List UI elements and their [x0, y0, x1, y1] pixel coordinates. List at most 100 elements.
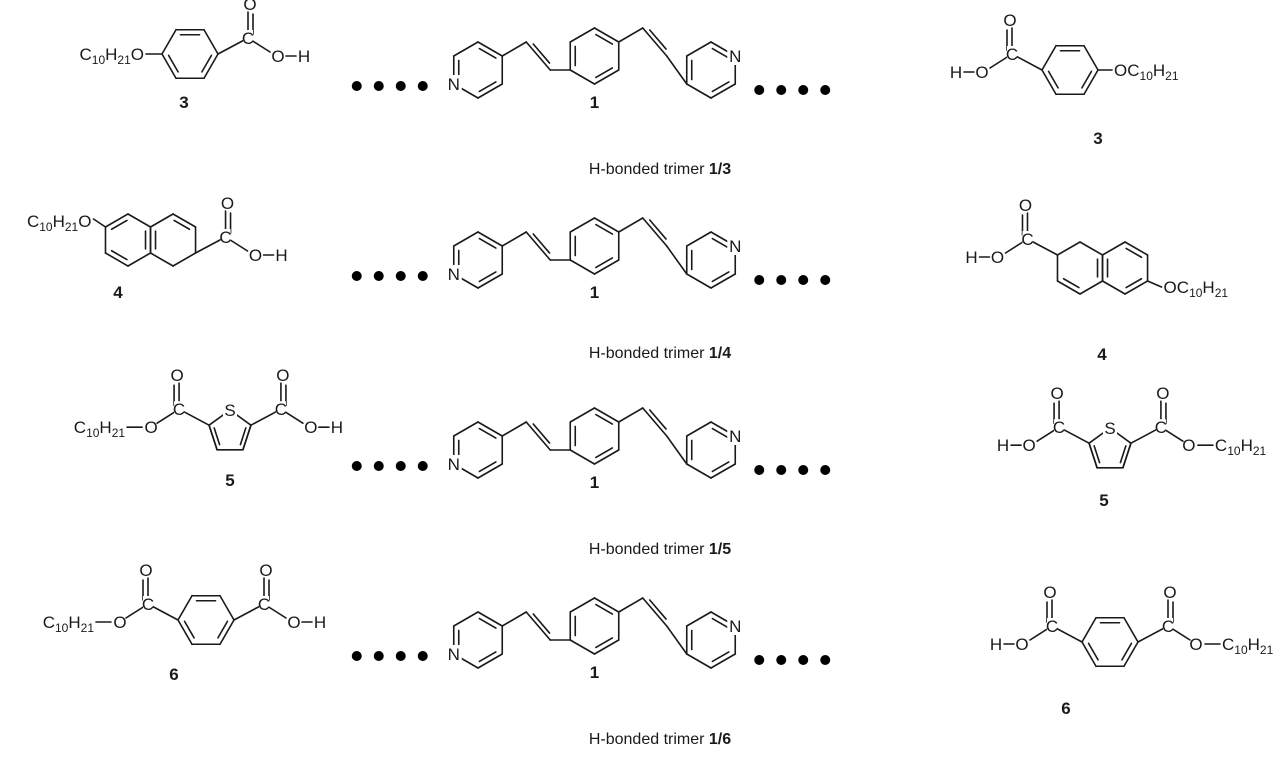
bond — [161, 28, 177, 55]
bond — [595, 33, 614, 45]
bond — [1088, 442, 1098, 469]
hydrogen-bond-dot — [373, 461, 384, 471]
hydrogen-bond-dot — [417, 651, 428, 661]
pyridine-nitrogen: N — [729, 237, 741, 256]
bond — [593, 639, 620, 655]
hydrogen-bond-dot — [373, 651, 384, 661]
thiophene-sulfur: S — [1104, 419, 1115, 438]
bond — [595, 447, 614, 459]
bond — [617, 597, 644, 613]
bond — [203, 28, 219, 55]
hydrogen-bond-dot — [351, 271, 362, 281]
bond — [685, 611, 712, 627]
atom-label: O — [243, 0, 256, 14]
atom-label: O — [1163, 583, 1176, 602]
decyl-chain-label: C10H21 — [1215, 436, 1267, 458]
bond — [1122, 442, 1132, 469]
atom-label: O — [1050, 384, 1063, 403]
compound-number: 5 — [225, 471, 234, 490]
bond — [161, 53, 177, 80]
atom-label: C — [219, 228, 231, 247]
atom-label: O — [1019, 196, 1032, 215]
atom-label: O — [249, 246, 262, 265]
bond — [1041, 69, 1057, 96]
bond — [641, 597, 668, 627]
bond — [1079, 241, 1104, 256]
atom-label: O — [287, 613, 300, 632]
bond — [110, 249, 128, 261]
pyridine-nitrogen: N — [729, 427, 741, 446]
hydrogen-bond-dot — [754, 275, 765, 285]
atom-label: O — [170, 366, 183, 385]
bond — [525, 231, 552, 261]
hydrogen-bond-dot — [373, 81, 384, 91]
bond — [648, 409, 667, 430]
atom-label: O — [1043, 583, 1056, 602]
decyl-chain-label: OC10H21 — [1114, 61, 1179, 83]
bond — [477, 421, 504, 437]
atom-label: O — [221, 194, 234, 213]
atom-label: H — [298, 47, 310, 66]
bond — [617, 407, 644, 423]
bond — [1056, 280, 1081, 295]
atom-label: O — [271, 47, 284, 66]
bond — [595, 413, 614, 425]
atom-label: C — [1155, 418, 1167, 437]
bond — [452, 231, 479, 247]
bond — [477, 231, 504, 247]
bond — [595, 67, 614, 79]
bond — [478, 271, 497, 283]
bond — [665, 625, 688, 655]
bond — [569, 597, 596, 613]
hydrogen-bond-dot — [776, 275, 787, 285]
bond — [711, 81, 730, 93]
bond — [478, 81, 497, 93]
bond — [710, 273, 737, 289]
bond — [1087, 642, 1099, 661]
bond — [183, 620, 195, 639]
thiophene-sulfur: S — [224, 401, 235, 420]
bond — [239, 427, 247, 446]
compound-number: 6 — [1061, 699, 1070, 718]
bond — [149, 252, 174, 267]
bond — [1047, 70, 1059, 89]
bond — [569, 69, 596, 85]
bond — [1056, 241, 1081, 256]
bond — [711, 271, 730, 283]
bond — [172, 252, 197, 267]
atom-label: H — [331, 418, 343, 437]
bond — [173, 219, 191, 231]
bond — [127, 213, 152, 228]
bond — [477, 463, 504, 479]
hydrogen-bond-dot — [798, 655, 809, 665]
bond — [593, 69, 620, 85]
bond — [569, 259, 596, 275]
trimer-caption: H-bonded trimer 1/5 — [589, 541, 731, 558]
atom-label: O — [304, 418, 317, 437]
bond — [532, 43, 551, 64]
atom-label: O — [1022, 436, 1035, 455]
bond — [104, 252, 129, 267]
bond — [648, 599, 667, 620]
hydrogen-bond-dot — [395, 81, 406, 91]
bond — [1123, 641, 1139, 668]
bond — [595, 257, 614, 269]
bond — [477, 653, 504, 669]
bond — [685, 273, 712, 289]
bond — [569, 639, 596, 655]
atom-label: O — [259, 561, 272, 580]
atom-label: O — [276, 366, 289, 385]
bond — [203, 53, 219, 80]
atom-label: O — [975, 63, 988, 82]
atom-label: O — [144, 418, 157, 437]
bond — [477, 83, 504, 99]
trimer-caption: H-bonded trimer 1/6 — [589, 731, 731, 748]
bond — [149, 213, 174, 228]
